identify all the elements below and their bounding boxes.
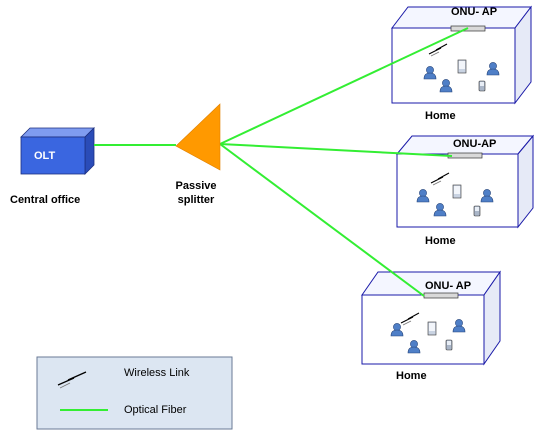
olt-box (20, 127, 95, 175)
fiber-home-2 (219, 143, 453, 157)
splitter-caption-line2: splitter (177, 194, 215, 206)
onu-ap-label-2: ONU-AP (453, 138, 497, 150)
legend-wireless-label: Wireless Link (124, 367, 190, 379)
home-caption-2: Home (425, 235, 456, 247)
passive-splitter (175, 103, 221, 171)
legend-box (36, 356, 233, 430)
olt-label: OLT (34, 150, 56, 162)
legend-fiber-label: Optical Fiber (124, 404, 187, 416)
splitter-caption-line1: Passive (175, 180, 217, 192)
onu-ap-device-3 (423, 292, 459, 299)
home-box-3 (361, 270, 501, 366)
onu-ap-device-2 (447, 152, 483, 159)
optical-fibers (94, 27, 469, 297)
home-caption-1: Home (425, 110, 456, 122)
onu-ap-label-3: ONU- AP (425, 280, 472, 292)
home-box-1 (390, 5, 533, 105)
home-box-2 (395, 134, 534, 229)
central-office-caption: Central office (10, 194, 81, 206)
fiber-home-3 (219, 143, 425, 297)
home-caption-3: Home (396, 370, 427, 382)
fiber-home-1 (219, 27, 469, 145)
onu-ap-label-1: ONU- AP (451, 6, 498, 18)
wireless-link-icon (57, 371, 87, 389)
